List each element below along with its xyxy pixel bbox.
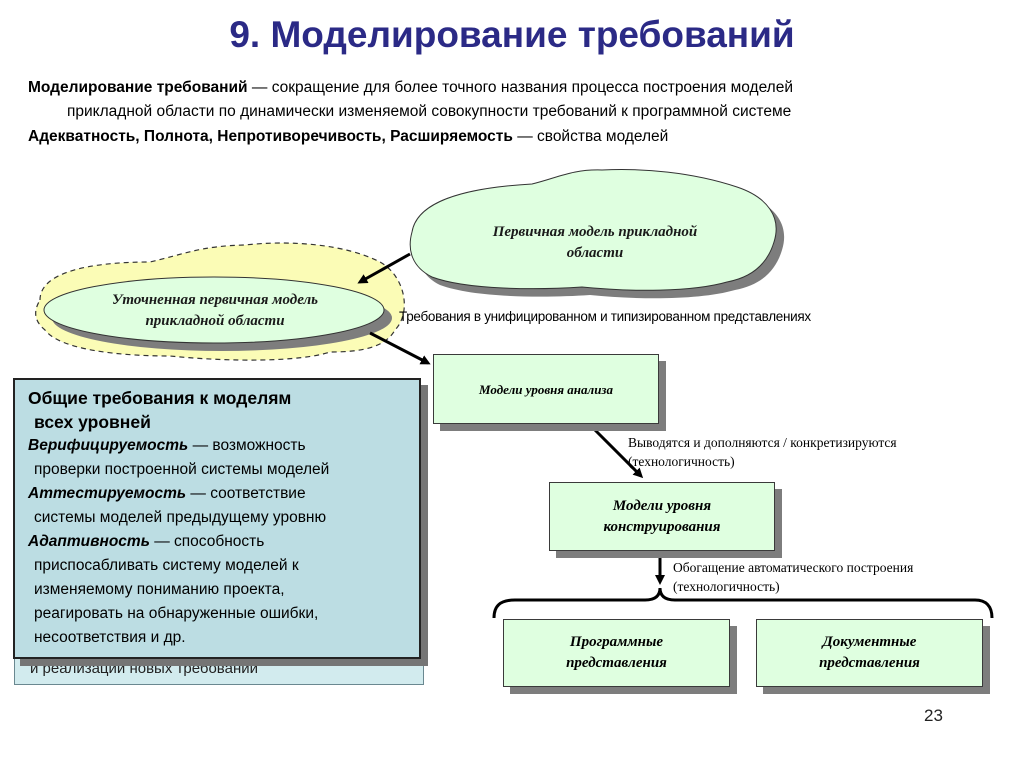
attestability-item: Аттестируемость — соответствие	[28, 482, 411, 506]
verifiability-line-2: проверки построенной системы моделей	[34, 461, 330, 478]
program-representations-line-1: Программные	[569, 634, 664, 650]
enrich-note: Обогащение автоматического построения (т…	[673, 558, 1003, 596]
primary-model-label: Первичная модель прикладной области	[440, 222, 750, 264]
verifiability-rest: — возможность	[188, 437, 306, 454]
general-requirements-title-line-2: всех уровней	[34, 412, 151, 432]
intro-line-3: Адекватность, Полнота, Непротиворечивост…	[28, 125, 1018, 149]
general-requirements-panel: Общие требования к моделям всех уровней …	[13, 378, 421, 659]
intro-line-3-rest: — свойства моделей	[512, 128, 669, 145]
verifiability-term: Верифицируемость	[28, 437, 189, 454]
attestability-term: Аттестируемость	[28, 485, 187, 502]
general-requirements-title: Общие требования к моделям всех уровней	[28, 386, 411, 434]
general-requirements-hidden-tail: и реализации новых требований	[30, 660, 258, 676]
document-representations-line-1: Документные	[822, 634, 917, 650]
adaptivity-line-4: реагировать на обнаруженные ошибки,	[34, 605, 319, 622]
program-representations-box: Программные представления	[503, 619, 730, 687]
slide-title: 9. Моделирование требований	[229, 14, 795, 55]
primary-model-line-2: области	[566, 245, 624, 261]
intro-line-1: Моделирование требований — сокращение дл…	[28, 76, 1018, 100]
design-models-box: Модели уровня конструирования	[549, 482, 775, 551]
refined-model-label: Уточненная первичная модель прикладной о…	[60, 290, 370, 332]
design-models-line-2: конструирования	[603, 518, 721, 535]
document-representations-line-2: представления	[819, 655, 920, 671]
refined-model-line-2: прикладной области	[145, 313, 285, 329]
adaptivity-line-3: изменяемому пониманию проекта,	[34, 581, 285, 598]
program-representations-line-2: представления	[566, 655, 667, 671]
design-models-line-1: Модели уровня	[612, 497, 712, 514]
refined-cloud	[43, 276, 385, 344]
arrow-primary-to-refined	[357, 252, 411, 284]
derive-note-line-1: Выводятся и дополняются / конкретизируют…	[628, 435, 897, 450]
arrow-analysis-to-design	[591, 426, 644, 479]
adaptivity-line-5: несоответствия и др.	[34, 629, 186, 646]
general-requirements-title-line-1: Общие требования к моделям	[28, 388, 292, 408]
document-representations-box: Документные представления	[756, 619, 983, 687]
derive-note-line-2: (технологичность)	[628, 454, 735, 469]
output-brace	[492, 587, 994, 619]
intro-line-2: прикладной области по динамически изменя…	[67, 103, 792, 120]
adaptivity-term: Адаптивность	[28, 533, 150, 550]
adaptivity-item: Адаптивность — способность	[28, 530, 411, 554]
derive-note: Выводятся и дополняются / конкретизируют…	[628, 433, 1008, 471]
attestability-rest: — соответствие	[186, 485, 306, 502]
requirements-representation-label: Требования в унифицированном и типизиров…	[399, 309, 811, 324]
arrow-refined-to-analysis	[369, 331, 431, 365]
enrich-note-line-2: (технологичность)	[673, 579, 780, 594]
primary-cloud	[409, 169, 777, 291]
page-number: 23	[924, 706, 943, 725]
adaptivity-rest: — способность	[149, 533, 265, 550]
adaptivity-line-2: приспосабливать систему моделей к	[34, 557, 299, 574]
design-models-label: Модели уровня конструирования	[604, 496, 721, 538]
analysis-models-box: Модели уровня анализа	[433, 354, 659, 424]
program-representations-label: Программные представления	[566, 632, 667, 674]
intro-line-1-rest: — сокращение для более точного названия …	[247, 79, 793, 96]
analysis-models-label: Модели уровня анализа	[478, 381, 613, 397]
attestability-line-2: системы моделей предыдущему уровню	[34, 509, 327, 526]
verifiability-item: Верифицируемость — возможность	[28, 434, 411, 458]
enrich-note-line-1: Обогащение автоматического построения	[673, 560, 914, 575]
intro-term-modeling: Моделирование требований	[28, 79, 248, 96]
primary-model-line-1: Первичная модель прикладной	[492, 224, 698, 240]
intro-term-properties: Адекватность, Полнота, Непротиворечивост…	[28, 128, 513, 145]
refined-model-line-1: Уточненная первичная модель	[111, 292, 319, 308]
document-representations-label: Документные представления	[819, 632, 920, 674]
